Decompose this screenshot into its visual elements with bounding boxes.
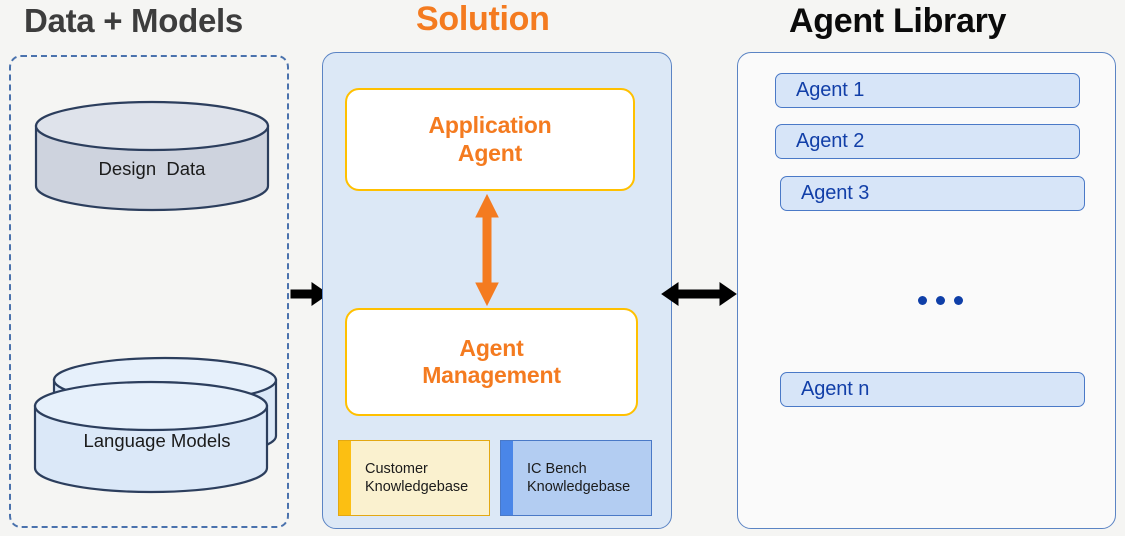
application-agent-box[interactable]: Application Agent — [345, 88, 635, 191]
agent-pill-3-label: Agent 3 — [801, 182, 870, 204]
agent-list-ellipsis-icon — [918, 296, 963, 305]
data-models-panel — [9, 55, 289, 528]
customer-knowledgebase-accent-bar — [339, 441, 351, 515]
agent-pill-n-label: Agent n — [801, 378, 870, 400]
agent-pill-3[interactable]: Agent 3 — [780, 176, 1085, 211]
arrow-data-to-solution-icon — [290, 280, 330, 313]
customer-knowledgebase-box[interactable]: Customer Knowledgebase — [338, 440, 490, 516]
agent-pill-n[interactable]: Agent n — [780, 372, 1085, 407]
agent-management-box[interactable]: Agent Management — [345, 308, 638, 416]
column-title-agent-library: Agent Library — [789, 2, 1007, 40]
language-models-cylinder: Language Models — [32, 356, 282, 500]
agent-pill-1[interactable]: Agent 1 — [775, 73, 1080, 108]
agent-management-label: Agent Management — [422, 334, 561, 388]
arrow-solution-to-library-icon — [661, 280, 737, 313]
agent-pill-1-label: Agent 1 — [796, 79, 865, 101]
design-data-cylinder: Design Data — [34, 100, 270, 212]
design-data-label: Design Data — [98, 158, 206, 179]
customer-knowledgebase-label: Customer Knowledgebase — [365, 460, 469, 495]
agent-pill-2[interactable]: Agent 2 — [775, 124, 1080, 159]
ic-bench-knowledgebase-label: IC Bench Knowledgebase — [527, 460, 631, 495]
ic-bench-knowledgebase-accent-bar — [501, 441, 513, 515]
application-agent-label: Application Agent — [428, 112, 552, 166]
ic-bench-knowledgebase-box[interactable]: IC Bench Knowledgebase — [500, 440, 652, 516]
application-management-link-arrow-icon — [472, 193, 502, 312]
agent-pill-2-label: Agent 2 — [796, 130, 865, 152]
column-title-solution: Solution — [416, 0, 550, 38]
language-models-label: Language Models — [83, 430, 231, 451]
column-title-data-models: Data + Models — [24, 2, 243, 39]
